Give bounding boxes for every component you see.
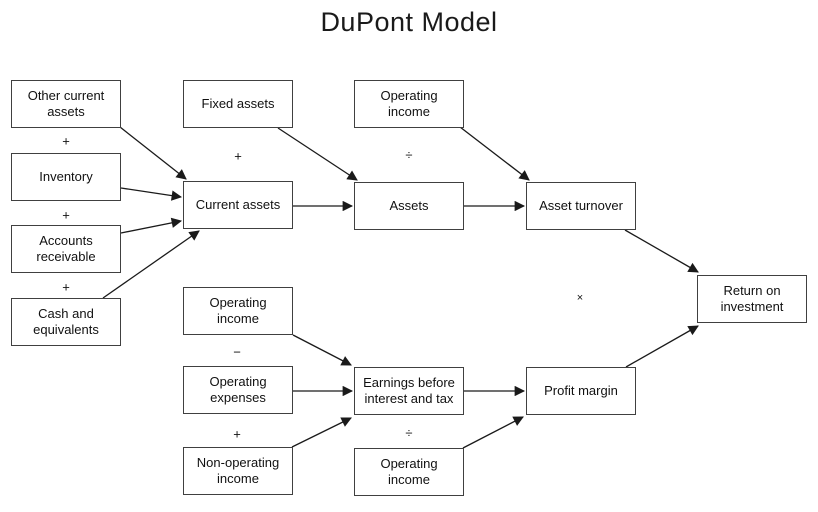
edge-operating-income-to-profit-margin [462, 416, 524, 449]
operator-plus-fixed: + [234, 148, 242, 164]
operator-multiply: × [576, 292, 584, 304]
operator-plus-accounts: + [62, 279, 70, 295]
operator-divide-top: ÷ [405, 147, 413, 163]
node-operating-income-top: Operating income [354, 80, 464, 128]
node-asset-turnover: Asset turnover [526, 182, 636, 230]
node-current-assets: Current assets [183, 181, 293, 229]
node-return-on-investment: Return on investment [697, 275, 807, 323]
node-inventory: Inventory [11, 153, 121, 201]
node-label: Inventory [39, 168, 93, 184]
node-accounts-receivable: Accounts receivable [11, 225, 121, 273]
node-fixed-assets: Fixed assets [183, 80, 293, 128]
edge-operating-income-to-asset-turnover [459, 126, 530, 181]
node-label: Other current assets [27, 87, 105, 119]
node-label: Accounts receivable [36, 232, 96, 264]
node-label: Asset turnover [539, 197, 623, 213]
edge-cash-to-current-assets [102, 230, 200, 299]
edge-operating-income-to-ebit [292, 334, 352, 366]
operator-plus-inventory: + [62, 207, 70, 223]
node-operating-expenses: Operating expenses [183, 366, 293, 414]
node-label: Assets [389, 197, 429, 213]
operator-plus-non-operating: + [233, 426, 241, 442]
edge-other-current-to-current-assets [119, 126, 187, 180]
node-label: Operating income [380, 455, 438, 487]
node-other-current-assets: Other current assets [11, 80, 121, 128]
diagram-title: DuPont Model [320, 7, 498, 37]
node-earnings-before-interest-and-tax: Earnings before interest and tax [354, 367, 464, 415]
node-cash-and-equivalents: Cash and equivalents [11, 298, 121, 346]
node-operating-income-mid: Operating income [183, 287, 293, 335]
edge-profit-margin-to-roi [625, 325, 699, 368]
edge-accounts-receivable-to-current-assets [120, 217, 183, 234]
node-label: Fixed assets [201, 95, 275, 111]
node-label: Profit margin [544, 382, 618, 398]
edge-non-operating-income-to-ebit [291, 417, 352, 448]
node-label: Operating income [209, 294, 267, 326]
node-profit-margin: Profit margin [526, 367, 636, 415]
edge-inventory-to-current-assets [120, 187, 183, 201]
node-label: Return on investment [720, 282, 784, 314]
node-operating-income-bottom: Operating income [354, 448, 464, 496]
operator-minus-expenses: − [233, 344, 241, 360]
node-non-operating-income: Non-operating income [183, 447, 293, 495]
node-label: Operating income [380, 87, 438, 119]
node-label: Current assets [195, 196, 281, 212]
operator-plus-other-current: + [62, 133, 70, 149]
operator-divide-bottom: ÷ [405, 425, 413, 441]
node-label: Operating expenses [209, 373, 267, 405]
edge-fixed-assets-to-assets [277, 127, 358, 181]
node-label: Non-operating income [196, 454, 280, 486]
node-label: Cash and equivalents [33, 305, 99, 337]
node-label: Earnings before interest and tax [363, 374, 455, 406]
edge-asset-turnover-to-roi [624, 229, 699, 273]
node-assets: Assets [354, 182, 464, 230]
